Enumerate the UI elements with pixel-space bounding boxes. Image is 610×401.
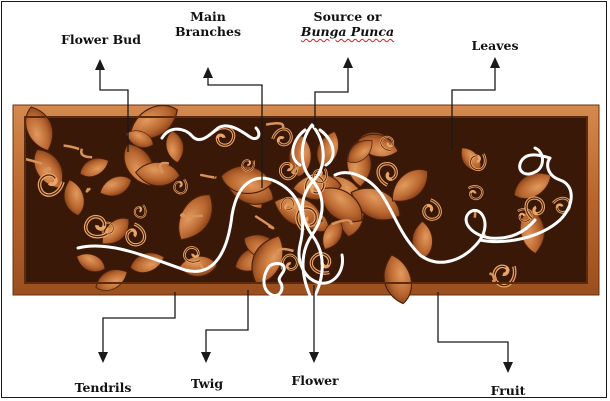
label-flower-bud: Flower Bud xyxy=(52,32,150,47)
label-main-branches: Main Branches xyxy=(170,9,246,39)
label-main-branches-line1: Main xyxy=(170,9,246,24)
label-tendrils: Tendrils xyxy=(60,380,146,395)
leader-fruit xyxy=(438,292,508,370)
label-twig: Twig xyxy=(180,376,234,391)
label-leaves: Leaves xyxy=(455,38,535,53)
arrowhead-fruit xyxy=(503,362,513,373)
leader-twig xyxy=(206,290,248,360)
label-source-line1: Source or xyxy=(290,9,405,24)
label-source: Source or Bunga Punca xyxy=(290,9,405,39)
arrowhead-twig xyxy=(201,352,211,363)
arrowhead-flower xyxy=(309,352,319,363)
arrowhead-source xyxy=(343,57,353,68)
arrowhead-tendrils xyxy=(98,352,108,363)
arrowhead-main-branches xyxy=(203,67,213,78)
arrowhead-leaves xyxy=(490,57,500,68)
label-main-branches-line2: Branches xyxy=(170,24,246,39)
label-flower: Flower xyxy=(282,373,348,388)
arrowhead-flower-bud xyxy=(95,59,105,70)
label-fruit: Fruit xyxy=(480,383,536,398)
label-source-line2: Bunga Punca xyxy=(290,24,405,39)
leader-tendrils xyxy=(103,292,175,360)
